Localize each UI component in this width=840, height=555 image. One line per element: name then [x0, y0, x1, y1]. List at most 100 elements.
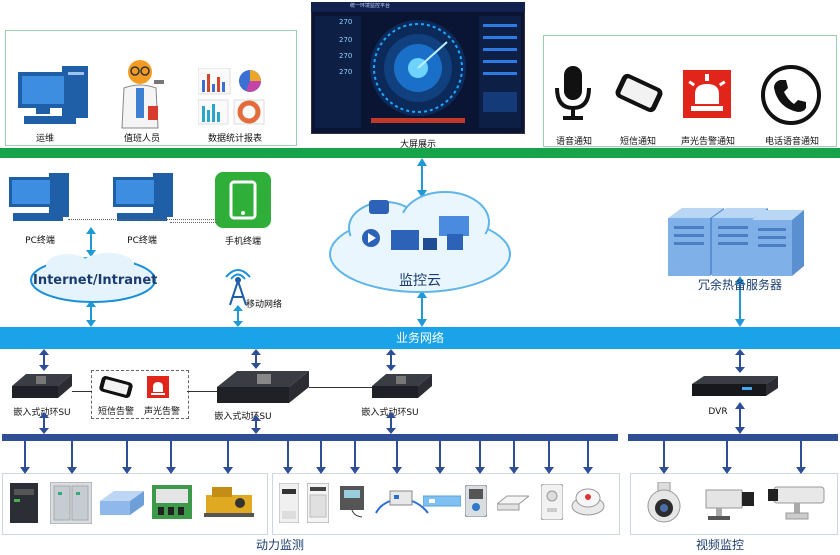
- screen-header-title: 统一环境监控平台: [350, 3, 391, 9]
- dvr-device: [692, 374, 778, 400]
- generator-icon: [204, 485, 254, 519]
- arrow-su-rail-right: [386, 412, 396, 434]
- su-center-device: [217, 369, 309, 409]
- light-alarm-label: 声光告警: [143, 407, 180, 417]
- power-monitor-label: 动力监测: [255, 538, 304, 552]
- phone-label: 电话语音通知: [764, 137, 819, 147]
- light-alarm-icon: [147, 376, 169, 398]
- arrow-net-su-center: [251, 349, 261, 369]
- su-left-device: [12, 372, 72, 402]
- smoke-detector-icon: [571, 486, 605, 516]
- alarm-light-icon: [683, 70, 731, 118]
- drop-arrow: [67, 441, 77, 474]
- staff-icon: [118, 58, 168, 130]
- arrow-su-rail-center: [251, 415, 261, 434]
- pc-terminal-2-icon: [113, 173, 175, 223]
- arrow-net-su-left: [39, 349, 49, 371]
- report-charts-icon: [198, 68, 266, 126]
- internet-cloud-shape: [28, 252, 158, 304]
- door-sensor-icon: [541, 484, 563, 520]
- ops-monitor-icon: [18, 66, 90, 126]
- drop-arrow: [544, 441, 554, 474]
- sms-alarm-label: 短信告警: [97, 407, 134, 417]
- servers-label: 冗余热备服务器: [697, 278, 782, 292]
- drop-arrow: [316, 441, 326, 474]
- pc1-label: PC终端: [25, 236, 55, 246]
- screen-gauge-3: 270: [339, 52, 353, 60]
- battery-pack-icon: [100, 489, 144, 517]
- drop-arrow: [796, 441, 806, 474]
- screen-gauge-4: 270: [339, 68, 353, 76]
- screen-gauge-2: 270: [339, 36, 353, 44]
- screen-gauge-1: 270: [339, 18, 353, 26]
- arrow-servers-net: [735, 276, 745, 327]
- ops-label: 运维: [35, 134, 54, 144]
- top-green-bar: [0, 148, 840, 158]
- drop-arrow: [20, 441, 30, 474]
- alarm-label: 声光告警通知: [680, 137, 735, 147]
- microphone-icon: [553, 64, 593, 122]
- bullet-camera-icon: [764, 483, 830, 523]
- controller-module-icon: [152, 485, 192, 519]
- alarm-su-center-link: [187, 391, 217, 392]
- water-leak-sensor-icon: [372, 489, 432, 515]
- drop-arrow: [122, 441, 132, 474]
- arrow-cloud-net: [417, 290, 427, 327]
- ups-cabinet-icon: [10, 483, 38, 523]
- meter-sensor-icon: [340, 486, 364, 518]
- telephone-icon: [760, 64, 822, 126]
- arrow-net-dvr: [735, 349, 745, 373]
- arrow-internet-net: [86, 300, 96, 327]
- servers-icon: [668, 208, 808, 278]
- power-rail: [2, 434, 618, 441]
- cloud-label: 监控云: [399, 273, 441, 289]
- drop-arrow: [475, 441, 485, 474]
- drop-arrow: [509, 441, 519, 474]
- report-label: 数据统计报表: [207, 134, 262, 144]
- su-left-alarm-link: [72, 391, 92, 392]
- drop-arrow: [223, 441, 233, 474]
- smoke-sensor-strip-icon: [423, 494, 461, 510]
- mobile-label: 手机终端: [224, 237, 261, 247]
- drop-arrow: [166, 441, 176, 474]
- mobile-net-label: 移动网络: [245, 300, 282, 310]
- arrow-su-rail-left: [39, 412, 49, 434]
- pc-terminal-1-icon: [9, 173, 71, 223]
- infrared-sensor-icon: [497, 492, 529, 512]
- power-cabinet-icon: [50, 482, 92, 524]
- phone-sms-icon: [611, 72, 667, 114]
- drop-arrow: [392, 441, 402, 474]
- arrow-mobile-net: [233, 305, 243, 327]
- dome-camera-icon: [642, 482, 686, 526]
- sms-label: 短信通知: [619, 137, 656, 147]
- su-right-device: [372, 372, 432, 402]
- su-center-right-link: [309, 387, 372, 388]
- pc-dotted-link: [68, 219, 218, 220]
- drop-arrow: [722, 441, 732, 474]
- mobile-terminal-icon: [215, 172, 271, 228]
- dvr-label: DVR: [708, 407, 728, 417]
- video-rail: [628, 434, 838, 441]
- drop-arrow: [350, 441, 360, 474]
- drop-arrow: [583, 441, 593, 474]
- pc2-label: PC终端: [127, 236, 157, 246]
- voice-label: 语音通知: [555, 137, 592, 147]
- sms-alarm-phone-icon: [97, 374, 135, 400]
- internet-label: Internet/Intranet: [33, 273, 158, 288]
- air-conditioner-icon: [279, 483, 299, 523]
- business-network-bar: 业务网络: [0, 327, 840, 349]
- arrow-pc1-internet: [86, 227, 96, 257]
- video-monitor-label: 视频监控: [695, 538, 744, 552]
- access-reader-icon: [465, 485, 487, 517]
- precision-ac-icon: [307, 483, 329, 523]
- su-left-label: 嵌入式动环SU: [13, 408, 71, 418]
- drop-arrow: [283, 441, 293, 474]
- big-screen-display: [311, 2, 525, 134]
- su-right-label: 嵌入式动环SU: [361, 408, 419, 418]
- screen-label: 大屏展示: [399, 140, 436, 150]
- alarm-group-box: [91, 370, 189, 419]
- drop-arrow: [435, 441, 445, 474]
- arrow-screen-cloud: [417, 158, 427, 198]
- arrow-net-su-right: [386, 349, 396, 371]
- su-center-label: 嵌入式动环SU: [214, 412, 272, 422]
